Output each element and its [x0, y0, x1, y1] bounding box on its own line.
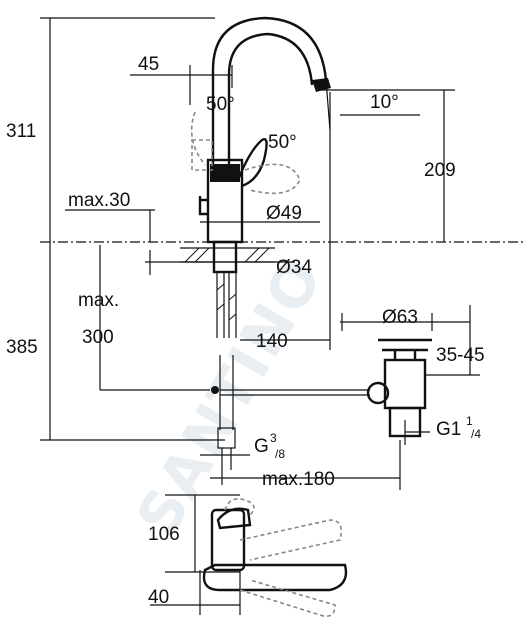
plan-view — [150, 494, 348, 618]
dimension-lines — [40, 17, 480, 490]
dim-35-45: 35-45 — [436, 345, 485, 366]
svg-text:G: G — [254, 436, 269, 457]
dim-45: 45 — [138, 54, 159, 75]
svg-text:/8: /8 — [275, 447, 285, 461]
dim-g-3-8: G 3 /8 — [254, 431, 285, 461]
dim-max-180: max.180 — [262, 469, 335, 490]
dim-diameter-49: Ø49 — [266, 203, 302, 224]
dim-angle-50-top: 50° — [206, 94, 235, 115]
dim-311: 311 — [6, 121, 36, 142]
svg-text:/4: /4 — [471, 427, 481, 441]
dim-g1-1-4: G1 1 /4 — [436, 414, 481, 441]
supply-hoses — [216, 272, 237, 470]
dim-140: 140 — [256, 331, 288, 352]
dimension-labels: 311 45 50° 10° 50° 209 max.30 Ø49 Ø34 ma… — [6, 54, 485, 608]
dim-diameter-34: Ø34 — [276, 257, 312, 278]
pop-up-waste — [100, 313, 470, 438]
svg-text:G1: G1 — [436, 419, 461, 440]
dim-385: 385 — [6, 337, 38, 358]
dim-max-30: max.30 — [68, 190, 130, 211]
dim-106: 106 — [148, 524, 180, 545]
dim-diameter-63: Ø63 — [382, 307, 418, 328]
svg-text:3: 3 — [270, 431, 277, 445]
dim-angle-50-side: 50° — [268, 132, 297, 153]
dim-angle-10: 10° — [370, 92, 399, 113]
dim-209: 209 — [424, 160, 456, 181]
svg-text:1: 1 — [466, 414, 473, 428]
dim-max: max. — [78, 290, 119, 311]
dim-300: 300 — [82, 327, 114, 348]
faucet-elevation — [190, 16, 331, 244]
dim-40: 40 — [148, 587, 169, 608]
